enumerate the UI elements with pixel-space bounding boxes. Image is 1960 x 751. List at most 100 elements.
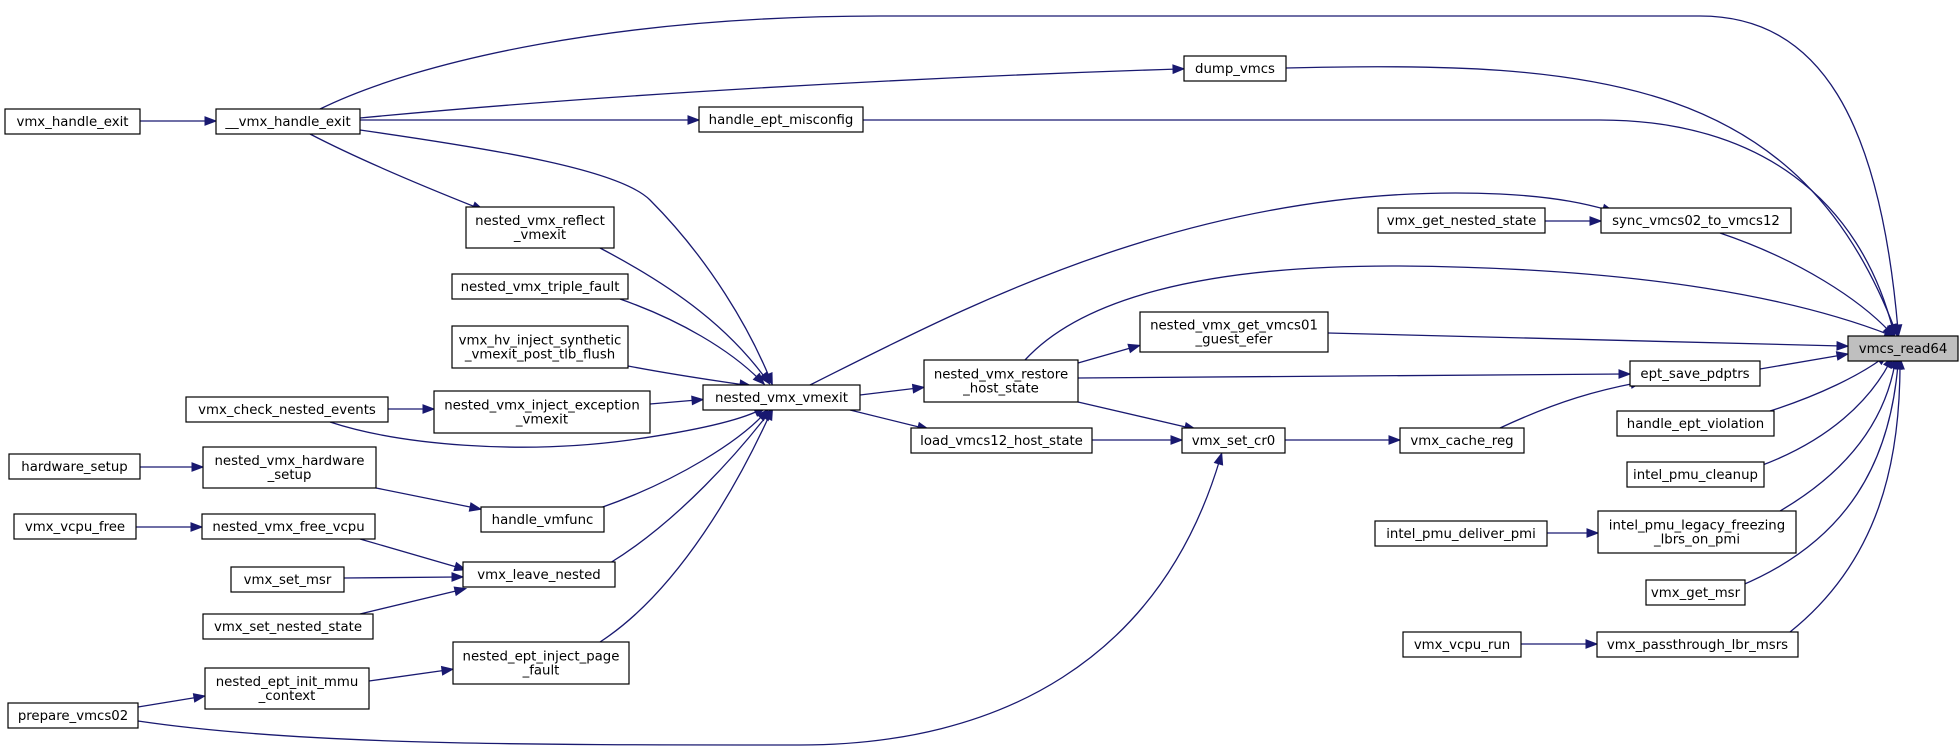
node-box [698, 106, 864, 133]
node-nested_vmx_reflect_vmexit[interactable]: nested_vmx_reflect_vmexit [465, 206, 615, 249]
edge-nested_ept_inject_page_fault-to-nested_vmx_vmexit [599, 407, 774, 643]
node-handle_ept_violation[interactable]: handle_ept_violation [1616, 410, 1775, 437]
node-nested_ept_inject_page_fault[interactable]: nested_ept_inject_page_fault [452, 641, 630, 685]
node-vmx_vcpu_free[interactable]: vmx_vcpu_free [13, 513, 137, 540]
node-nested_ept_init_mmu_context[interactable]: nested_ept_init_mmu_context [204, 667, 370, 710]
node-label: prepare_vmcs02 [18, 709, 128, 724]
node-vmx_hv_inject_synthetic_vmexit_post_tlb_flush[interactable]: vmx_hv_inject_synthetic_vmexit_post_tlb_… [451, 325, 629, 369]
node-label: load_vmcs12_host_state [920, 434, 1083, 449]
edge-vmx_set_cr0-to-vmx_cache_reg [1285, 435, 1402, 445]
arrowhead-nested_vmx_vmexit [763, 407, 774, 422]
arrowhead-vmcs_read64 [1895, 356, 1905, 370]
node-label: vmcs_read64 [1859, 342, 1948, 357]
node-sync_vmcs02_to_vmcs12[interactable]: sync_vmcs02_to_vmcs12 [1600, 207, 1792, 234]
edge-line [359, 129, 771, 380]
node-box [1377, 207, 1546, 234]
edge-nested_vmx_free_vcpu-to-vmx_leave_nested [359, 538, 468, 572]
edge-line [649, 399, 698, 405]
node-prepare_vmcs02[interactable]: prepare_vmcs02 [7, 702, 139, 729]
arrowhead-intel_pmu_legacy_freezing_lbrs_on_pmi [1586, 528, 1600, 538]
edge-line [359, 68, 1179, 119]
edge-line [1769, 357, 1884, 412]
node-intel_pmu_deliver_pmi[interactable]: intel_pmu_deliver_pmi [1374, 520, 1548, 547]
node-intel_pmu_cleanup[interactable]: intel_pmu_cleanup [1626, 461, 1765, 488]
node-vmx_passthrough_lbr_msrs[interactable]: vmx_passthrough_lbr_msrs [1596, 631, 1799, 658]
node-box [910, 427, 1093, 454]
node-vmx_set_nested_state[interactable]: vmx_set_nested_state [202, 613, 374, 640]
edge-__vmx_handle_exit-to-handle_ept_misconfig [360, 115, 701, 125]
arrowhead-sync_vmcs02_to_vmcs12 [1589, 216, 1603, 226]
node-label: vmx_get_msr [1651, 586, 1741, 601]
arrowhead-ept_save_pdptrs [1618, 369, 1632, 379]
node-label: vmx_get_nested_state [1387, 214, 1537, 229]
node-box [204, 667, 370, 710]
edge-vmx_vcpu_free-to-nested_vmx_free_vcpu [136, 522, 204, 532]
node-label: vmx_set_cr0 [1192, 434, 1276, 449]
edge-vmx_handle_exit-to-__vmx_handle_exit [140, 116, 218, 126]
node-handle_vmfunc[interactable]: handle_vmfunc [480, 506, 605, 533]
node-label: ept_save_pdptrs [1640, 367, 1749, 382]
edge-line [359, 538, 461, 569]
node-nested_vmx_triple_fault[interactable]: nested_vmx_triple_fault [451, 273, 629, 300]
edge-line [1759, 361, 1891, 467]
node-label: vmx_set_msr [244, 573, 332, 588]
node-box [13, 513, 137, 540]
node-nested_vmx_get_vmcs01_guest_efer[interactable]: nested_vmx_get_vmcs01_guest_efer [1139, 311, 1329, 353]
node-nested_vmx_free_vcpu[interactable]: nested_vmx_free_vcpu [201, 513, 376, 540]
node-label: _setup [267, 468, 312, 483]
node-hardware_setup[interactable]: hardware_setup [8, 453, 141, 480]
node-vmx_leave_nested[interactable]: vmx_leave_nested [462, 561, 616, 588]
node-vmx_set_cr0[interactable]: vmx_set_cr0 [1181, 427, 1286, 454]
node-vmx_get_msr[interactable]: vmx_get_msr [1645, 579, 1746, 606]
node-dump_vmcs[interactable]: dump_vmcs [1183, 55, 1287, 82]
edge-layer [136, 15, 1905, 746]
node-intel_pmu_legacy_freezing_lbrs_on_pmi[interactable]: intel_pmu_legacy_freezing_lbrs_on_pmi [1597, 510, 1797, 554]
edge-line [809, 192, 1609, 386]
edge-hardware_setup-to-nested_vmx_hardware_setup [140, 462, 205, 472]
node-label: _vmexit [515, 413, 568, 428]
node-handle_ept_misconfig[interactable]: handle_ept_misconfig [698, 106, 864, 133]
node-vmx_set_msr[interactable]: vmx_set_msr [230, 566, 345, 593]
arrowhead-handle_vmfunc [468, 502, 483, 512]
node-box [480, 506, 605, 533]
edge-line [359, 589, 461, 615]
node-vmx_handle_exit[interactable]: vmx_handle_exit [4, 108, 141, 135]
node-label: nested_ept_inject_page [463, 650, 620, 665]
node-label: vmx_cache_reg [1410, 434, 1513, 449]
node-box [8, 453, 141, 480]
arrowhead-nested_vmx_vmexit [752, 372, 766, 386]
node-vmx_cache_reg[interactable]: vmx_cache_reg [1399, 427, 1525, 454]
edge-nested_vmx_hardware_setup-to-handle_vmfunc [375, 487, 483, 512]
node-nested_vmx_hardware_setup[interactable]: nested_vmx_hardware_setup [202, 446, 377, 489]
node-__vmx_handle_exit[interactable]: __vmx_handle_exit [215, 108, 361, 135]
node-box [1374, 520, 1548, 547]
edge-vmx_vcpu_run-to-vmx_passthrough_lbr_msrs [1521, 639, 1599, 649]
node-box [1629, 360, 1761, 387]
node-nested_vmx_restore_host_state[interactable]: nested_vmx_restore_host_state [923, 359, 1079, 403]
node-vmx_get_nested_state[interactable]: vmx_get_nested_state [1377, 207, 1546, 234]
edge-nested_ept_init_mmu_context-to-nested_ept_inject_page_fault [368, 665, 455, 682]
edge-ept_save_pdptrs-to-vmcs_read64 [1759, 351, 1850, 370]
arrowhead-nested_vmx_restore_host_state [911, 383, 926, 394]
edge-vmx_get_nested_state-to-sync_vmcs02_to_vmcs12 [1545, 216, 1603, 226]
node-vmcs_read64[interactable]: vmcs_read64 [1847, 335, 1959, 362]
node-vmx_vcpu_run[interactable]: vmx_vcpu_run [1402, 631, 1522, 658]
node-label: vmx_leave_nested [477, 568, 600, 583]
edge-prepare_vmcs02-to-vmx_set_cr0 [137, 451, 1224, 746]
edge-line [859, 387, 919, 396]
node-nested_vmx_vmexit[interactable]: nested_vmx_vmexit [702, 384, 861, 411]
arrowhead-nested_ept_inject_page_fault [440, 665, 455, 676]
node-box [433, 390, 651, 434]
node-nested_vmx_inject_exception_vmexit[interactable]: nested_vmx_inject_exception_vmexit [433, 390, 651, 434]
arrowhead-nested_vmx_vmexit [691, 395, 705, 406]
arrowhead-vmcs_read64 [1836, 340, 1850, 351]
edge-line [609, 413, 769, 564]
node-box [185, 396, 389, 423]
node-ept_save_pdptrs[interactable]: ept_save_pdptrs [1629, 360, 1761, 387]
edge-line [329, 409, 761, 448]
node-vmx_check_nested_events[interactable]: vmx_check_nested_events [185, 396, 389, 423]
node-load_vmcs12_host_state[interactable]: load_vmcs12_host_state [910, 427, 1093, 454]
node-label: handle_ept_violation [1627, 417, 1764, 432]
arrowhead-vmx_set_cr0 [1213, 451, 1224, 466]
edge-line [1024, 265, 1891, 361]
